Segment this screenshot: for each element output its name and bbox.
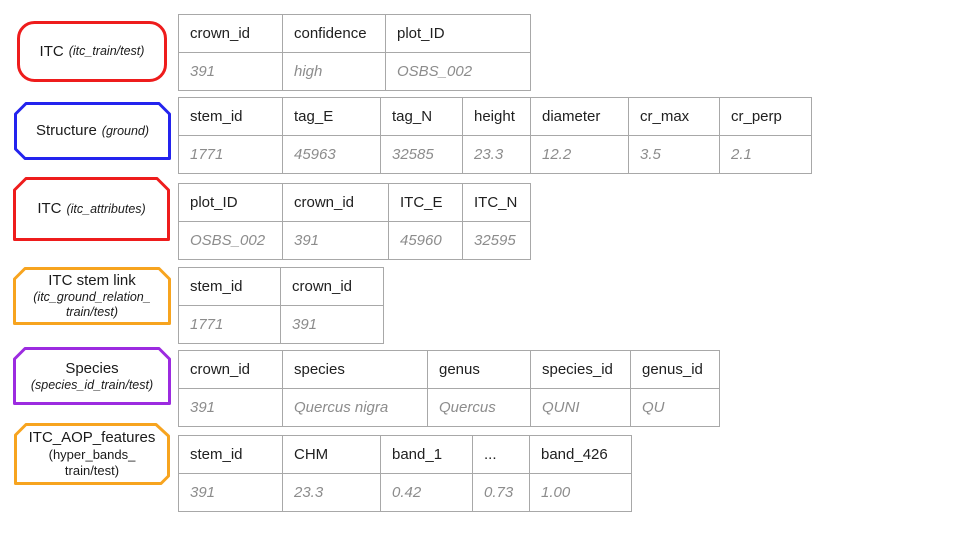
value-row: 391 Quercus nigra Quercus QUNI QU xyxy=(178,388,720,427)
cell-value: QUNI xyxy=(530,388,631,427)
entity-title: Species xyxy=(65,359,119,377)
column-header: species_id xyxy=(530,350,631,389)
header-row: plot_ID crown_id ITC_E ITC_N xyxy=(178,183,531,222)
column-header: confidence xyxy=(282,14,386,53)
chamfer-box-shape xyxy=(13,177,170,241)
column-header: CHM xyxy=(282,435,381,474)
table-itc-attributes: plot_ID crown_id ITC_E ITC_N OSBS_002 39… xyxy=(178,183,531,260)
column-header: height xyxy=(462,97,531,136)
entity-subtitle: (species_id_train/test) xyxy=(30,377,154,392)
column-header: band_1 xyxy=(380,435,473,474)
rounded-box-shape xyxy=(17,21,167,82)
column-header: genus xyxy=(427,350,531,389)
cell-value: 12.2 xyxy=(530,135,629,174)
entity-subtitle: (hyper_bands_ xyxy=(48,447,136,463)
column-header: ... xyxy=(472,435,530,474)
column-header: crown_id xyxy=(280,267,384,306)
cell-value: 23.3 xyxy=(462,135,531,174)
column-header: crown_id xyxy=(282,183,389,222)
chamfer-box-shape xyxy=(14,102,171,160)
column-header: species xyxy=(282,350,428,389)
column-header: plot_ID xyxy=(385,14,531,53)
cell-value: 2.1 xyxy=(719,135,812,174)
header-row: stem_id crown_id xyxy=(178,267,384,306)
cell-value: 391 xyxy=(280,305,384,344)
entity-box-species: Species (species_id_train/test) xyxy=(13,347,171,405)
chamfer-box-shape xyxy=(13,267,171,325)
column-header: stem_id xyxy=(178,97,283,136)
cell-value: 32595 xyxy=(462,221,531,260)
column-header: ITC_E xyxy=(388,183,463,222)
column-header: band_426 xyxy=(529,435,632,474)
column-header: genus_id xyxy=(630,350,720,389)
entity-title: ITC_AOP_features xyxy=(28,429,156,447)
chamfer-box-shape xyxy=(13,347,171,405)
cell-value: QU xyxy=(630,388,720,427)
column-header: stem_id xyxy=(178,435,283,474)
cell-value: 23.3 xyxy=(282,473,381,512)
cell-value: high xyxy=(282,52,386,91)
column-header: crown_id xyxy=(178,350,283,389)
table-itc-train-test: crown_id confidence plot_ID 391 high OSB… xyxy=(178,14,531,91)
cell-value: 391 xyxy=(178,473,283,512)
cell-value: 391 xyxy=(178,388,283,427)
entity-subtitle: (ground) xyxy=(101,123,150,138)
value-row: 1771 391 xyxy=(178,305,384,344)
table-structure-ground: stem_id tag_E tag_N height diameter cr_m… xyxy=(178,97,812,174)
cell-value: 391 xyxy=(282,221,389,260)
entity-box-structure: Structure (ground) xyxy=(14,102,171,160)
value-row: 391 high OSBS_002 xyxy=(178,52,531,91)
header-row: crown_id confidence plot_ID xyxy=(178,14,531,53)
header-row: crown_id species genus species_id genus_… xyxy=(178,350,720,389)
cell-value: OSBS_002 xyxy=(385,52,531,91)
column-header: stem_id xyxy=(178,267,281,306)
cell-value: 45960 xyxy=(388,221,463,260)
value-row: OSBS_002 391 45960 32595 xyxy=(178,221,531,260)
cell-value: OSBS_002 xyxy=(178,221,283,260)
column-header: tag_E xyxy=(282,97,381,136)
cell-value: 391 xyxy=(178,52,283,91)
entity-subtitle: (itc_attributes) xyxy=(66,201,146,216)
column-header: tag_N xyxy=(380,97,463,136)
cell-value: 45963 xyxy=(282,135,381,174)
header-row: stem_id tag_E tag_N height diameter cr_m… xyxy=(178,97,812,136)
entity-box-itc-train-test: ITC (itc_train/test) xyxy=(17,21,167,82)
column-header: crown_id xyxy=(178,14,283,53)
cell-value: 3.5 xyxy=(628,135,720,174)
header-row: stem_id CHM band_1 ... band_426 xyxy=(178,435,632,474)
entity-title: ITC xyxy=(39,42,64,60)
column-header: plot_ID xyxy=(178,183,283,222)
entity-box-itc-aop-features: ITC_AOP_features (hyper_bands_ train/tes… xyxy=(14,423,170,485)
value-row: 391 23.3 0.42 0.73 1.00 xyxy=(178,473,632,512)
column-header: cr_max xyxy=(628,97,720,136)
cell-value: 0.73 xyxy=(472,473,530,512)
cell-value: 1771 xyxy=(178,135,283,174)
entity-subtitle: (itc_train/test) xyxy=(68,44,145,58)
chamfer-box-shape xyxy=(14,423,170,485)
table-itc-aop-features: stem_id CHM band_1 ... band_426 391 23.3… xyxy=(178,435,632,512)
column-header: diameter xyxy=(530,97,629,136)
entity-title: ITC xyxy=(37,200,62,217)
cell-value: 32585 xyxy=(380,135,463,174)
column-header: ITC_N xyxy=(462,183,531,222)
cell-value: 1771 xyxy=(178,305,281,344)
column-header: cr_perp xyxy=(719,97,812,136)
entity-title: ITC stem link xyxy=(48,272,136,289)
cell-value: Quercus nigra xyxy=(282,388,428,427)
entity-box-itc-attributes: ITC (itc_attributes) xyxy=(13,177,170,241)
table-species: crown_id species genus species_id genus_… xyxy=(178,350,720,427)
table-itc-stem-link: stem_id crown_id 1771 391 xyxy=(178,267,384,344)
entity-title: Structure xyxy=(35,122,97,139)
cell-value: 0.42 xyxy=(380,473,473,512)
cell-value: 1.00 xyxy=(529,473,632,512)
entity-box-itc-stem-link: ITC stem link (itc_ground_relation_ trai… xyxy=(13,267,171,325)
entity-subtitle-2: train/test) xyxy=(64,463,120,478)
entity-subtitle-2: train/test) xyxy=(65,305,119,319)
value-row: 1771 45963 32585 23.3 12.2 3.5 2.1 xyxy=(178,135,812,174)
cell-value: Quercus xyxy=(427,388,531,427)
entity-subtitle: (itc_ground_relation_ xyxy=(33,290,151,304)
